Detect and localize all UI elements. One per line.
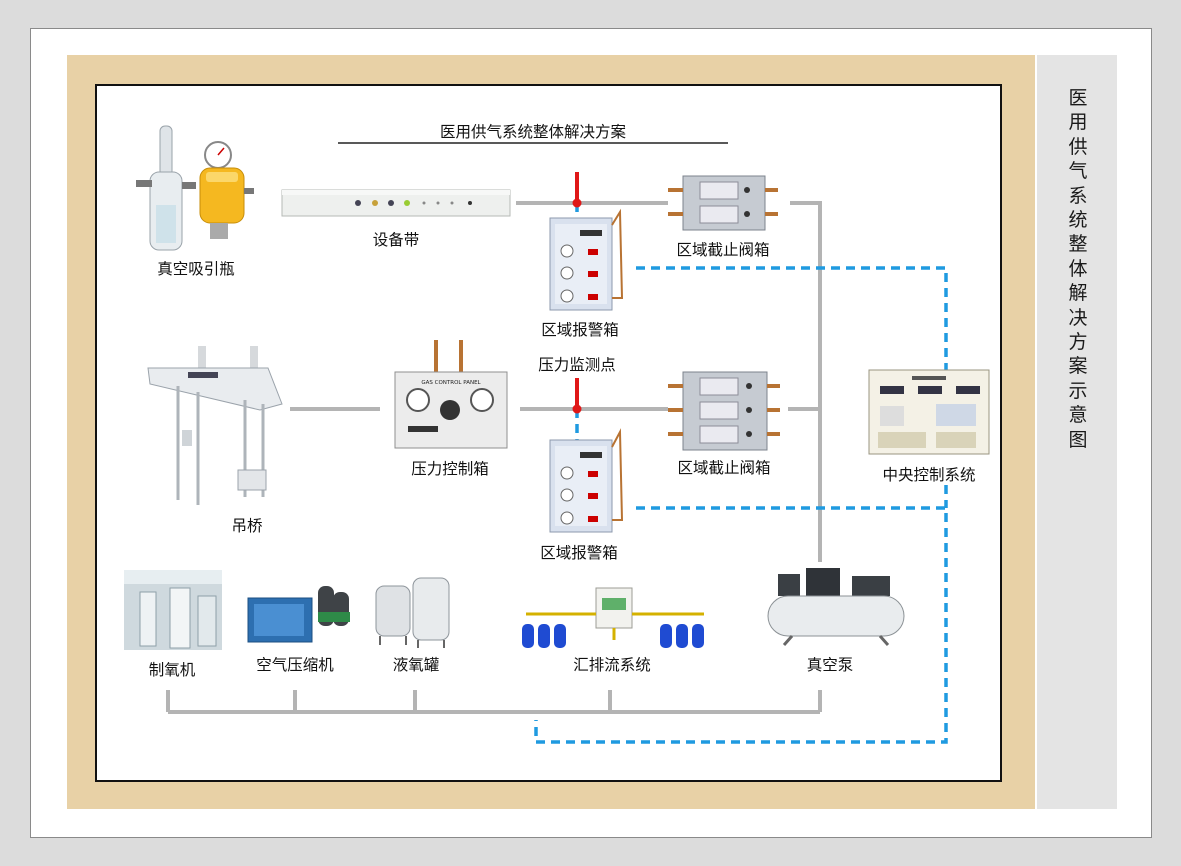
- pipe-main-riser: [790, 201, 822, 562]
- zone-alarm-box-2-image: [549, 428, 624, 533]
- label-zone-valve-box-1: 区域截止阀箱: [676, 241, 770, 259]
- zone-valve-box-1-image: [668, 175, 778, 231]
- label-pendant-bridge: 吊桥: [231, 517, 263, 535]
- cylinder: [554, 624, 566, 648]
- cylinder: [692, 624, 704, 648]
- gas-pipes: [166, 201, 822, 714]
- pressure-monitor-points: [572, 172, 582, 414]
- diagram-panel: [95, 84, 1002, 782]
- pressure-control-box-image: [394, 340, 508, 449]
- monitor-point-1: [572, 198, 582, 208]
- vacuum-pump-image: [767, 568, 905, 646]
- label-zone-alarm-box-1: 区域报警箱: [541, 321, 619, 339]
- label-air-compressor: 空气压缩机: [256, 656, 334, 674]
- signal-alarm2-loop: [534, 506, 948, 744]
- label-pressure-control-box: 压力控制箱: [411, 460, 489, 478]
- label-pressure-monitor-point: 压力监测点: [538, 356, 616, 374]
- cylinder: [538, 624, 550, 648]
- label-suction-bottle: 真空吸引瓶: [157, 260, 235, 278]
- side-panel: [1037, 55, 1117, 809]
- oxygen-generator-image: [124, 570, 222, 650]
- cylinder: [676, 624, 688, 648]
- label-liquid-oxygen-tank: 液氧罐: [392, 656, 440, 674]
- signal-alarm1-central: [636, 266, 948, 370]
- side-title: 医用供气系统整体解决方案示意图: [1068, 87, 1088, 451]
- label-oxygen-generator: 制氧机: [148, 661, 196, 679]
- label-zone-alarm-box-2: 区域报警箱: [540, 544, 618, 562]
- liquid-oxygen-tank-image: [375, 577, 450, 648]
- label-vacuum-pump: 真空泵: [806, 656, 854, 674]
- air-compressor-image: [247, 586, 350, 643]
- label-equipment-belt: 设备带: [372, 231, 420, 249]
- diagram-title: 医用供气系统整体解决方案: [439, 123, 627, 141]
- cylinder: [522, 624, 534, 648]
- cylinder: [660, 624, 672, 648]
- zone-valve-box-2-image: [668, 371, 780, 451]
- label-manifold-system: 汇排流系统: [573, 656, 651, 674]
- manifold-system-image: [526, 587, 704, 640]
- monitor-point-2: [572, 404, 582, 414]
- equipment-belt-image: [281, 189, 511, 217]
- zone-alarm-box-1-image: [549, 208, 624, 311]
- central-control-system-image: [868, 369, 990, 455]
- manifold-cylinders: [522, 624, 704, 648]
- gas-control-panel-text: GAS CONTROL PANEL: [421, 380, 481, 386]
- label-central-control-system: 中央控制系统: [882, 466, 976, 484]
- label-zone-valve-box-2: 区域截止阀箱: [677, 459, 771, 477]
- suction-bottle-image: [136, 125, 254, 251]
- pendant-bridge-image: [147, 346, 283, 505]
